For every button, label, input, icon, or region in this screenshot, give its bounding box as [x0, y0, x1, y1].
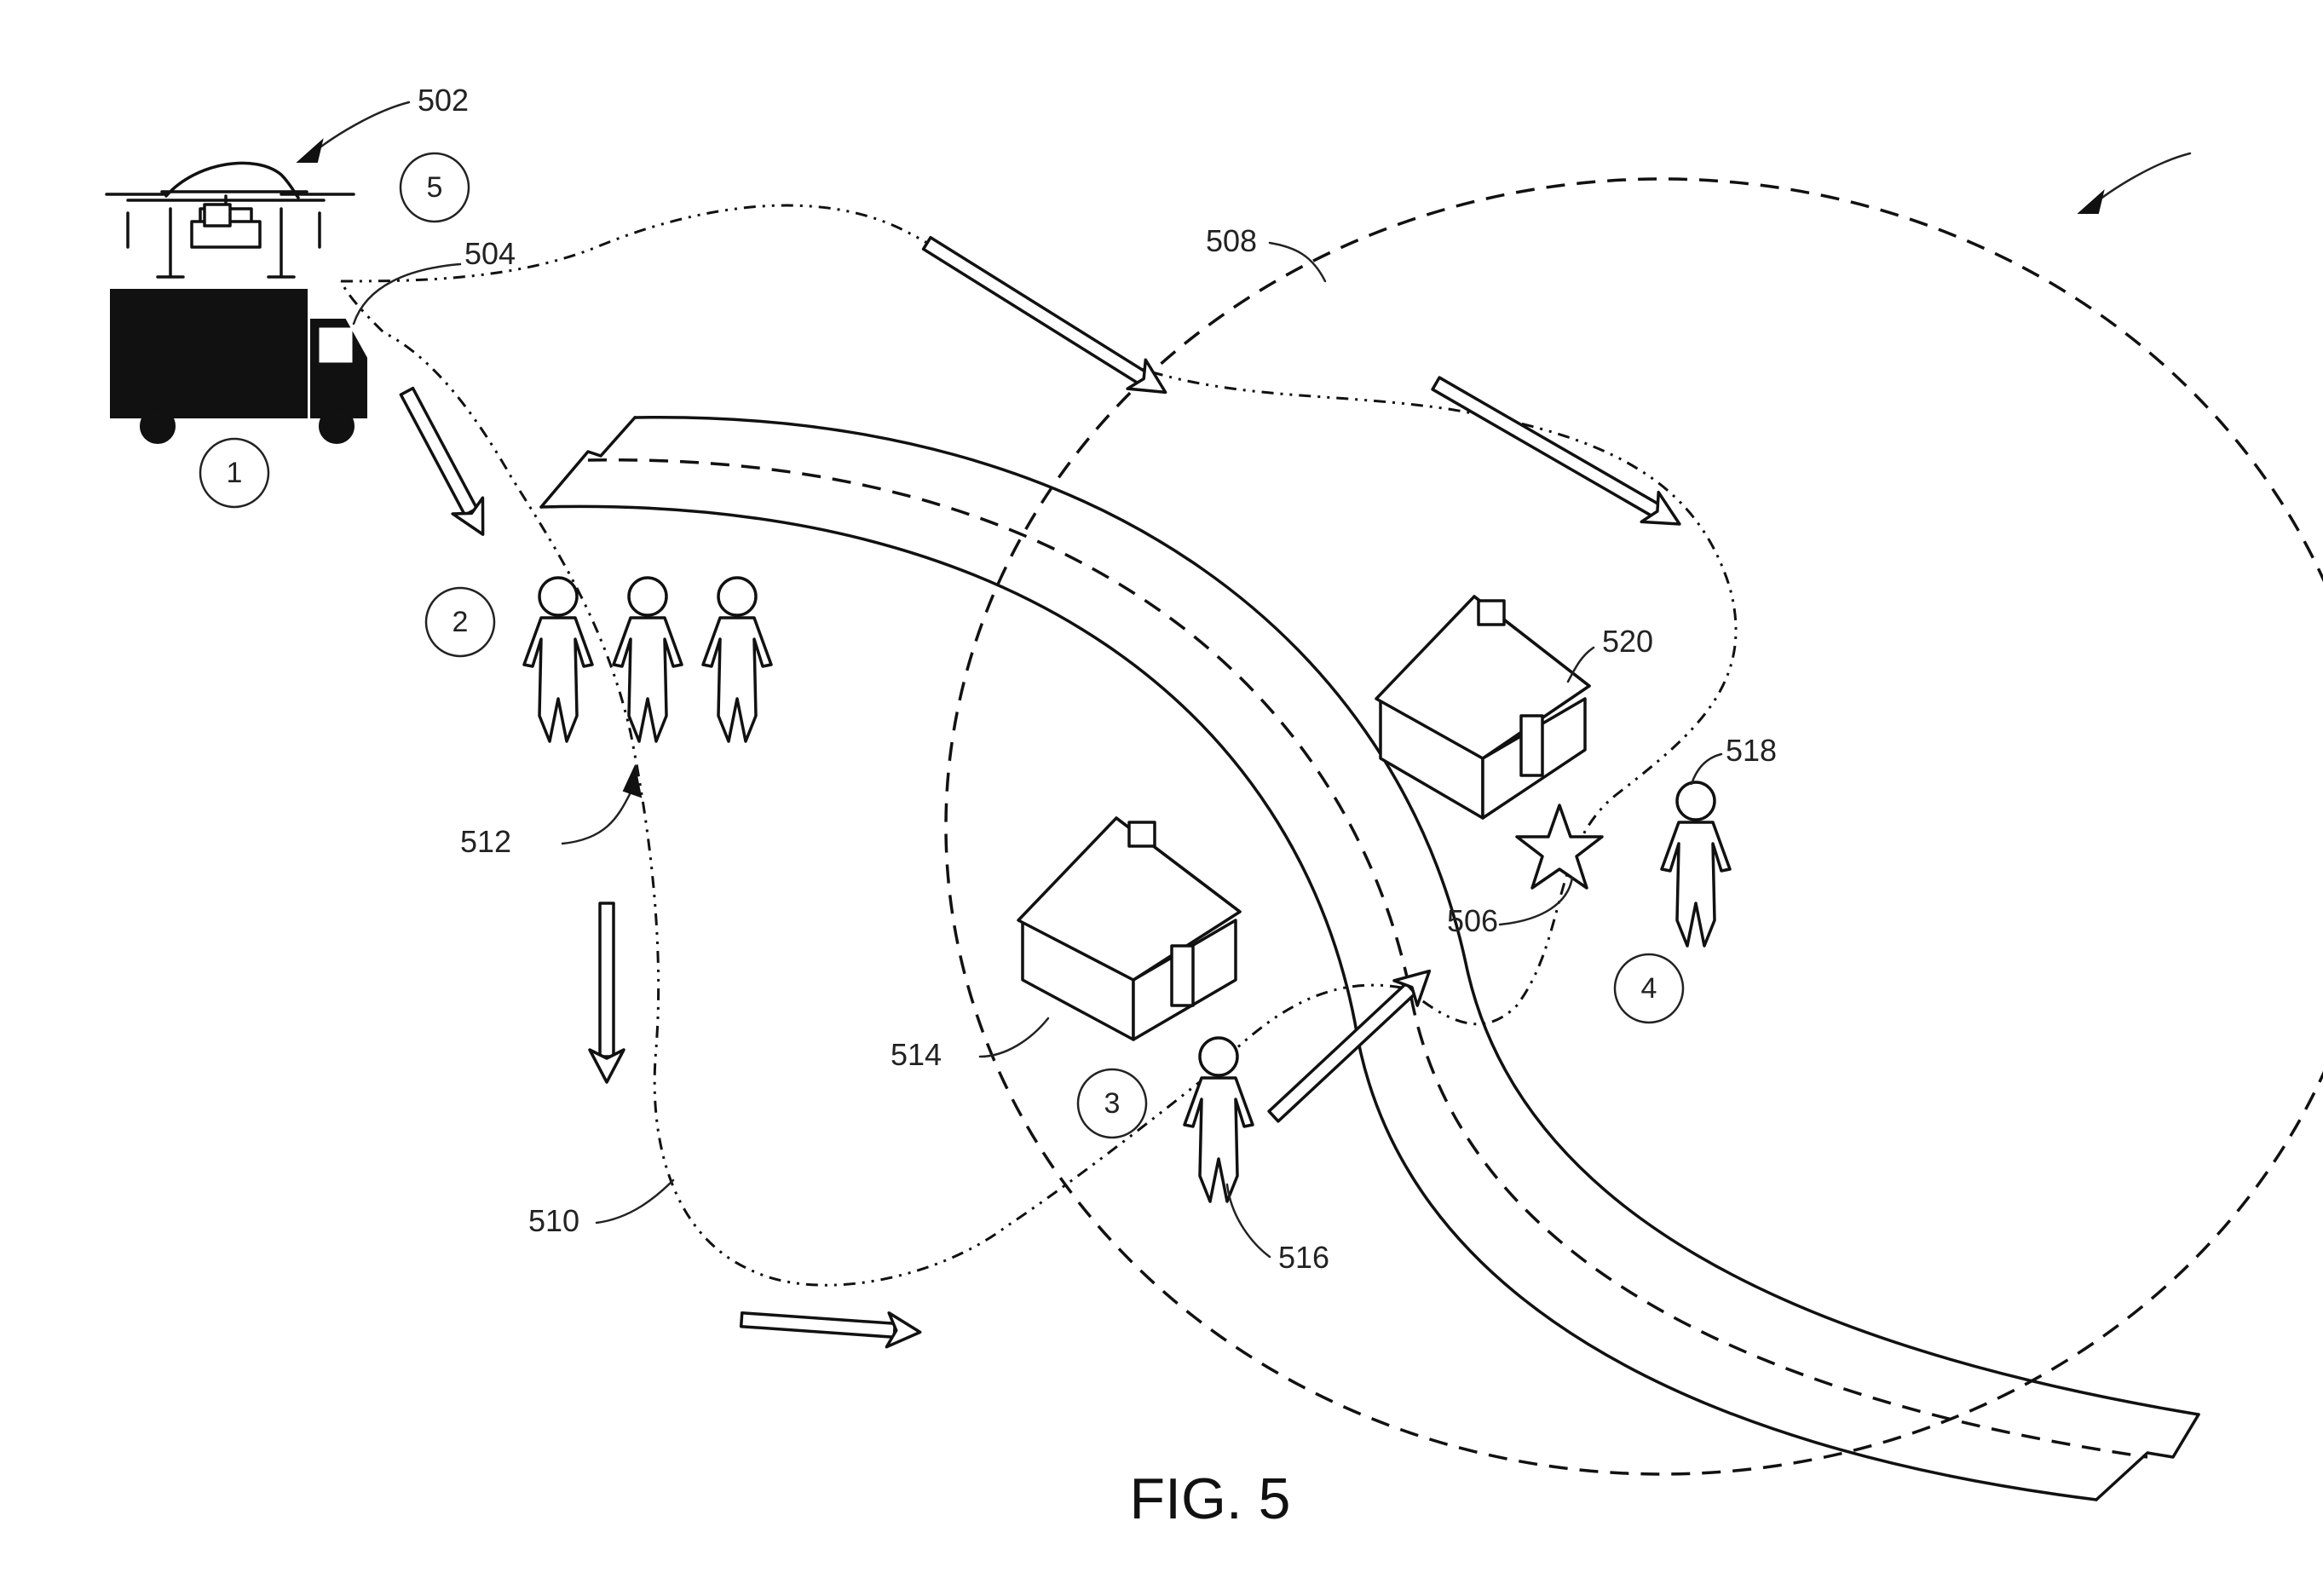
ref-502: 502 — [418, 83, 469, 118]
road — [539, 416, 2200, 1501]
ref-506: 506 — [1447, 903, 1498, 938]
step-4: 4 — [1641, 972, 1657, 1005]
house-b-icon — [1375, 595, 1591, 820]
step-2: 2 — [452, 606, 469, 638]
direction-arrows — [399, 235, 1681, 1349]
reference-numerals: 502 504 508 520 518 506 512 514 516 510 — [418, 83, 1777, 1275]
person-near-destination-icon — [1660, 781, 1732, 948]
ref-518: 518 — [1726, 733, 1777, 768]
truck-icon — [110, 289, 367, 444]
drone-icon — [105, 161, 355, 279]
step-3: 3 — [1104, 1087, 1121, 1120]
ref-508: 508 — [1206, 223, 1257, 258]
house-a-icon — [1017, 816, 1242, 1041]
ref-504: 504 — [464, 236, 516, 271]
group-of-people — [522, 576, 773, 743]
step-markers: 5 1 2 3 4 — [199, 152, 1685, 1139]
ref-514: 514 — [891, 1037, 942, 1072]
ref-516: 516 — [1278, 1240, 1329, 1275]
ref-512: 512 — [460, 824, 511, 859]
step-5: 5 — [427, 171, 443, 204]
figure-caption: FIG. 5 — [1130, 1466, 1291, 1531]
leader-lines — [296, 101, 2192, 1259]
step-1: 1 — [227, 457, 243, 489]
person-near-road-icon — [1183, 1036, 1254, 1203]
destination-star-icon — [1515, 804, 1604, 890]
ref-520: 520 — [1602, 624, 1653, 659]
ref-510: 510 — [528, 1203, 579, 1238]
